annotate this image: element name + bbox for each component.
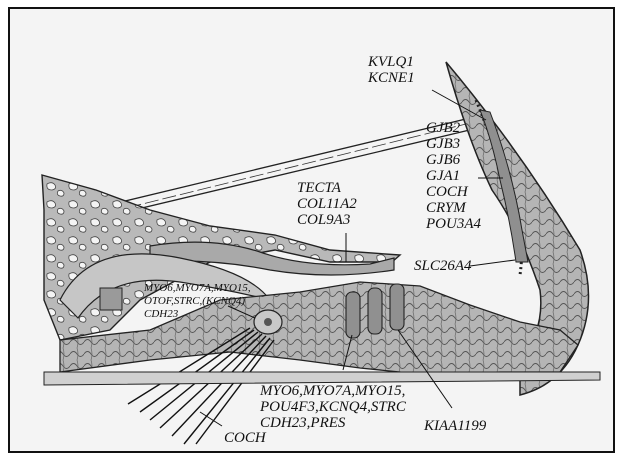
reissner-membrane <box>96 118 478 218</box>
label-kiaa1199: KIAA1199 <box>424 418 486 434</box>
label-myo-big: MYO6,MYO7A,MYO15, POU4F3,KCNQ4,STRC CDH2… <box>260 383 406 431</box>
label-gjb-group: GJB2 GJB3 GJB6 GJA1 COCH CRYM POU3A4 <box>426 120 481 232</box>
highlight-box <box>100 288 122 310</box>
label-tecta-group: TECTA COL11A2 COL9A3 <box>297 180 357 228</box>
outer-hair-cells <box>346 284 404 338</box>
inner-hair-cell <box>254 310 282 334</box>
label-slc26a4: SLC26A4 <box>414 258 472 274</box>
label-kvlq1-kcne1: KVLQ1 KCNE1 <box>368 54 415 86</box>
label-myo-small: MYO6,MYO7A,MYO15, OTOF,STRC,(KCNQ4) CDH2… <box>144 282 251 321</box>
label-coch-bottom: COCH <box>224 430 266 446</box>
